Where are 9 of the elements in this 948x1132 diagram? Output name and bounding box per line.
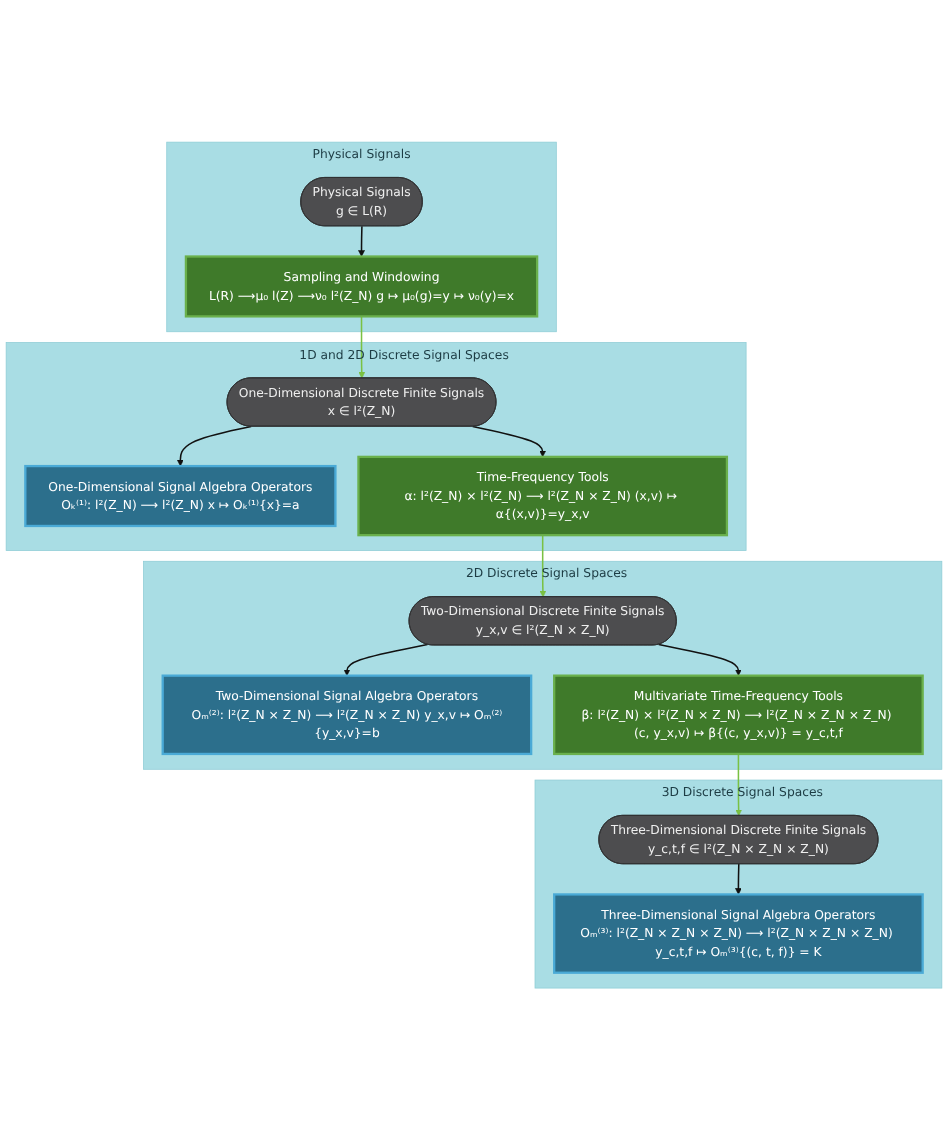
arrow <box>358 226 365 258</box>
arrow <box>735 754 743 817</box>
arrow <box>539 535 547 599</box>
arrow <box>657 644 742 677</box>
arrow <box>177 426 252 468</box>
arrow <box>358 316 366 380</box>
arrow <box>471 426 547 459</box>
arrow <box>735 864 742 896</box>
arrow <box>343 644 429 677</box>
